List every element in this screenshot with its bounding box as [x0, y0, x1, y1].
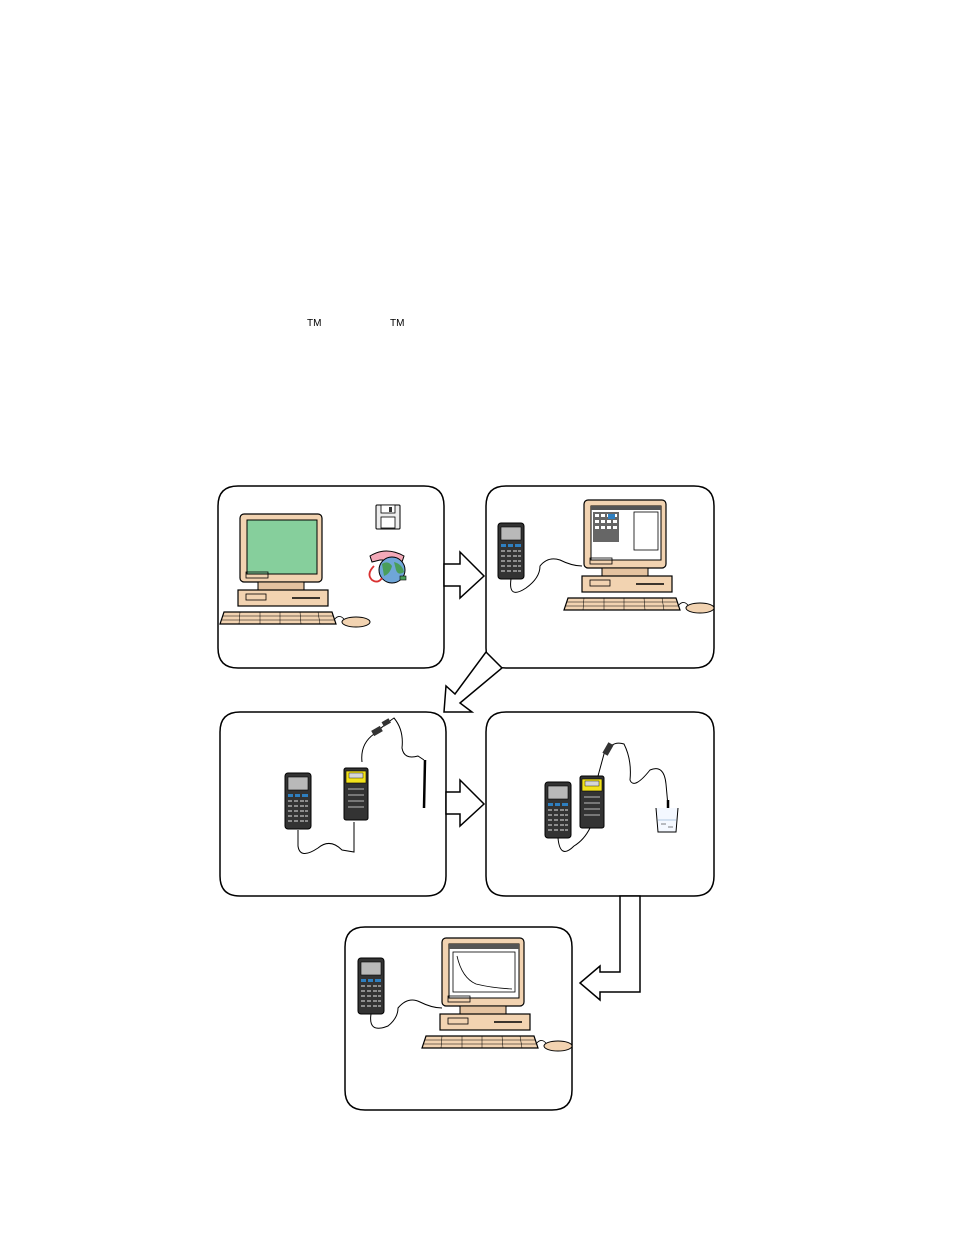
arrow-step-1-to-2	[444, 552, 484, 598]
arrow-step-4-to-5	[580, 896, 640, 1000]
sensor-probe-icon	[362, 718, 425, 808]
calculator-icon	[358, 958, 384, 1014]
floppy-disk-icon	[376, 505, 400, 529]
internet-globe-phone-icon	[369, 551, 406, 583]
computer-icon	[220, 514, 370, 627]
beaker-icon	[656, 808, 678, 832]
computer-icon	[422, 938, 572, 1051]
calculator-icon	[498, 523, 524, 579]
step-3-frame	[220, 712, 446, 896]
data-collector-icon	[344, 768, 368, 820]
computer-icon	[564, 500, 714, 613]
calculator-icon	[285, 773, 311, 829]
graph-display-icon	[453, 952, 515, 992]
arrow-step-3-to-4	[446, 780, 484, 826]
arrow-step-2-to-3	[444, 652, 502, 712]
calculator-icon	[545, 782, 571, 838]
data-collector-icon	[580, 776, 604, 828]
